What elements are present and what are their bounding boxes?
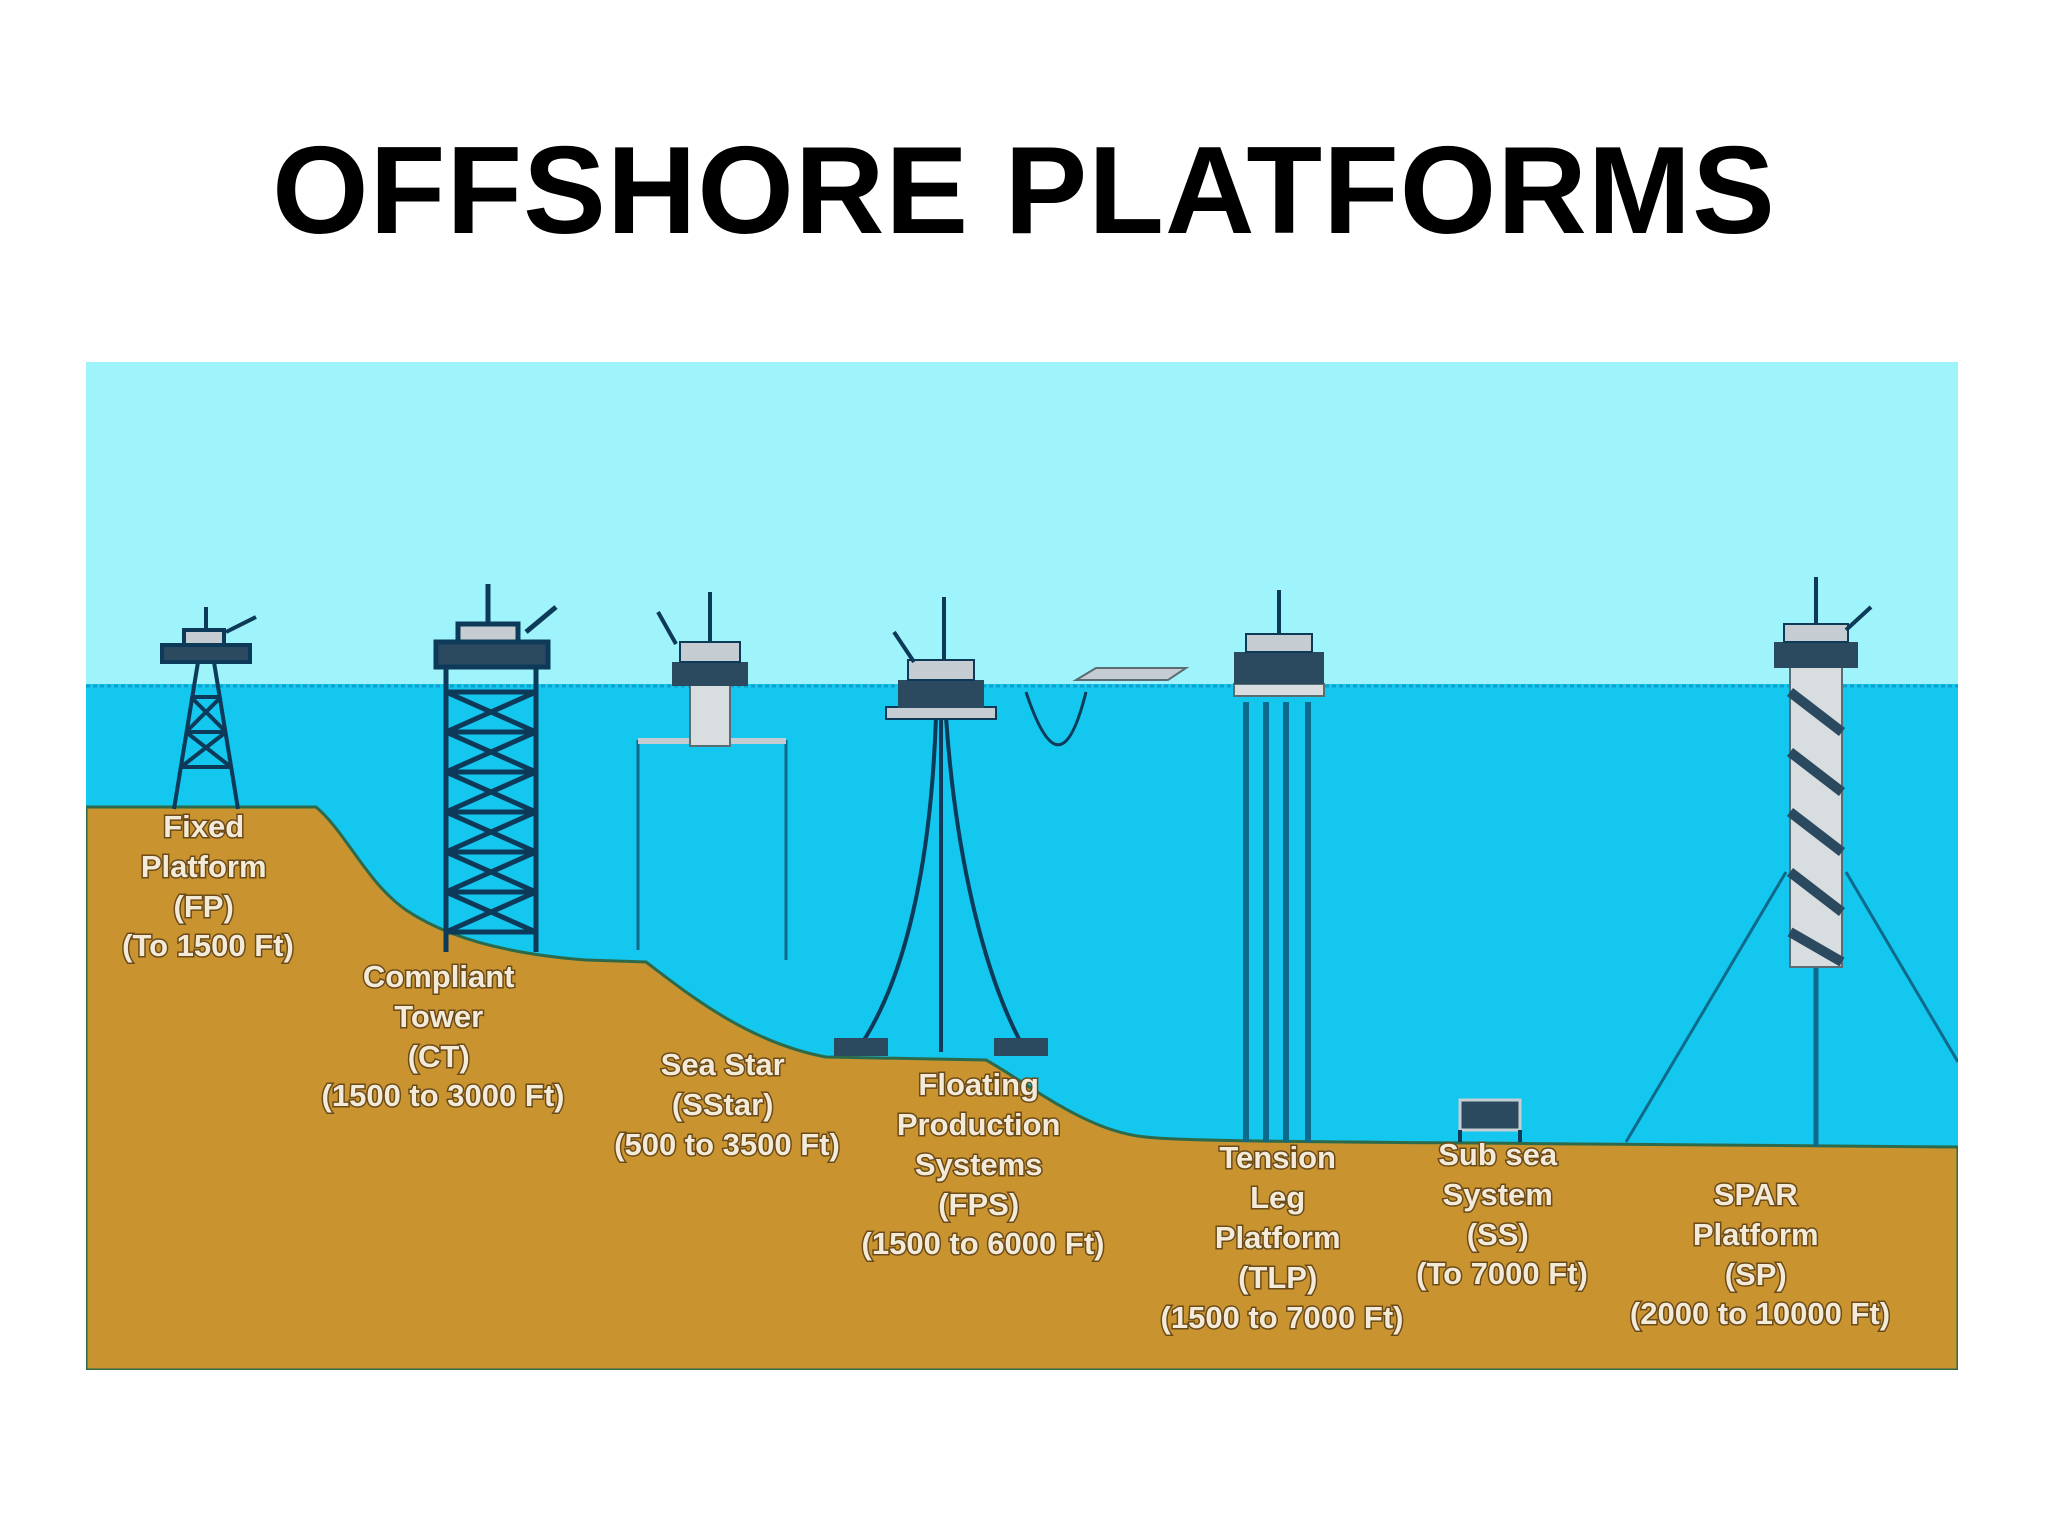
offshore-diagram: Fixed Platform (FP) (To 1500 Ft) Complia… <box>86 362 1958 1370</box>
compliant-tower-icon <box>433 584 558 952</box>
subsea-system-icon <box>1458 1098 1522 1142</box>
label-floating-production-systems: Floating Production Systems (FPS) (1500 … <box>862 1067 1105 1261</box>
sea-star-icon <box>636 592 788 960</box>
sky <box>86 362 1958 687</box>
page-title: OFFSHORE PLATFORMS <box>272 122 1776 260</box>
label-sea-star: Sea Star (SStar) (500 to 3500 Ft) <box>614 1047 840 1162</box>
fixed-platform-icon <box>160 607 257 810</box>
tension-leg-platform-icon <box>1233 590 1325 1142</box>
label-subsea-system: Sub sea System (SS) (To 7000 Ft) <box>1416 1137 1588 1291</box>
label-tension-leg-platform: Tension Leg Platform (TLP) (1500 to 7000… <box>1161 1140 1404 1335</box>
label-fixed-platform: Fixed Platform (FP) (To 1500 Ft) <box>122 809 294 963</box>
floating-production-system-icon <box>834 597 1190 1056</box>
label-compliant-tower: Compliant Tower (CT) (1500 to 3000 Ft) <box>322 959 565 1113</box>
spar-platform-icon <box>1624 577 1958 1147</box>
label-spar-platform: SPAR Platform (SP) (2000 to 10000 Ft) <box>1630 1177 1890 1331</box>
